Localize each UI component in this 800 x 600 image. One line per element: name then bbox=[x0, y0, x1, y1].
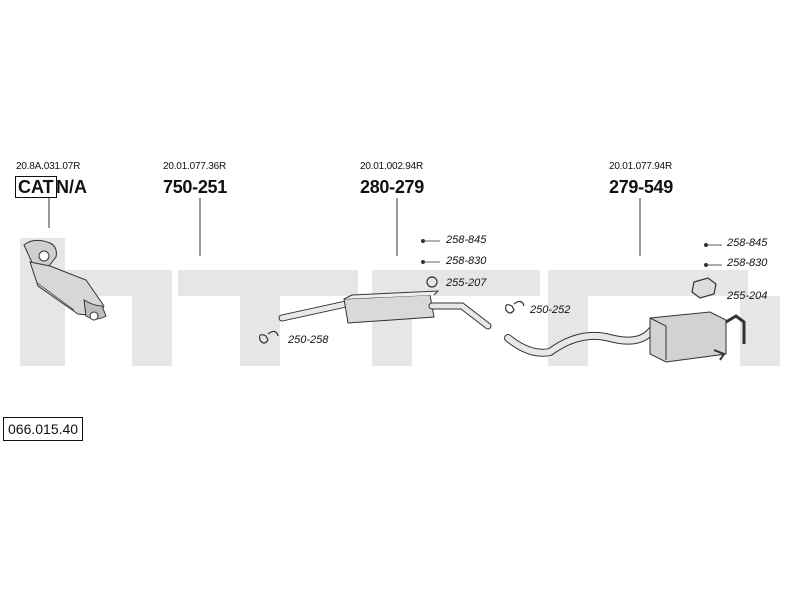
accessory-code[interactable]: 258-830 bbox=[446, 255, 487, 267]
diagram-number: 066.015.40 bbox=[3, 417, 84, 441]
accessory-code[interactable]: 258-845 bbox=[446, 234, 487, 246]
pipe-clamp-icon bbox=[505, 300, 525, 314]
cat-note: N/A bbox=[56, 177, 87, 197]
part-number-280-279[interactable]: 280-279 bbox=[360, 177, 424, 197]
accessory-code[interactable]: 258-845 bbox=[727, 237, 768, 249]
accessory-code[interactable]: 250-252 bbox=[530, 304, 571, 316]
part-number-279-549[interactable]: 279-549 bbox=[609, 177, 673, 197]
bg-block-8 bbox=[548, 270, 748, 296]
part-number-750-251[interactable]: 750-251 bbox=[163, 177, 227, 197]
part-ref-750-251: 20.01.077.36R bbox=[163, 161, 227, 172]
bg-block-3 bbox=[132, 296, 172, 366]
bg-block-10 bbox=[740, 296, 780, 366]
accessory-code[interactable]: 258-830 bbox=[727, 257, 768, 269]
middle-silencer-drawing bbox=[278, 290, 492, 330]
rubber-mount-icon bbox=[691, 277, 717, 299]
rear-silencer-drawing bbox=[504, 311, 746, 363]
accessory-symbols bbox=[259, 239, 722, 344]
bolt-head-icon bbox=[704, 263, 708, 267]
bolt-head-icon bbox=[421, 260, 425, 264]
part-ref-280-279: 20.01.002.94R bbox=[360, 161, 424, 172]
bg-block-6 bbox=[372, 270, 540, 296]
part-ref-cat: 20.8A.031.07R bbox=[16, 161, 81, 172]
pipe-clamp-icon bbox=[259, 330, 279, 344]
accessory-code[interactable]: 250-258 bbox=[288, 334, 329, 346]
bg-block-9 bbox=[548, 296, 588, 366]
catalytic-converter-drawing bbox=[23, 239, 107, 321]
leader-lines bbox=[48, 197, 641, 256]
bolt-head-icon bbox=[421, 239, 425, 243]
background-blocks bbox=[20, 238, 780, 366]
part-ref-279-549: 20.01.077.94R bbox=[609, 161, 673, 172]
ring-clamp-icon bbox=[426, 276, 438, 288]
cat-label: CAT bbox=[15, 176, 57, 198]
accessory-code[interactable]: 255-204 bbox=[727, 290, 768, 302]
bg-block-4 bbox=[178, 270, 358, 296]
accessory-code[interactable]: 255-207 bbox=[446, 277, 487, 289]
bolt-head-icon bbox=[704, 243, 708, 247]
